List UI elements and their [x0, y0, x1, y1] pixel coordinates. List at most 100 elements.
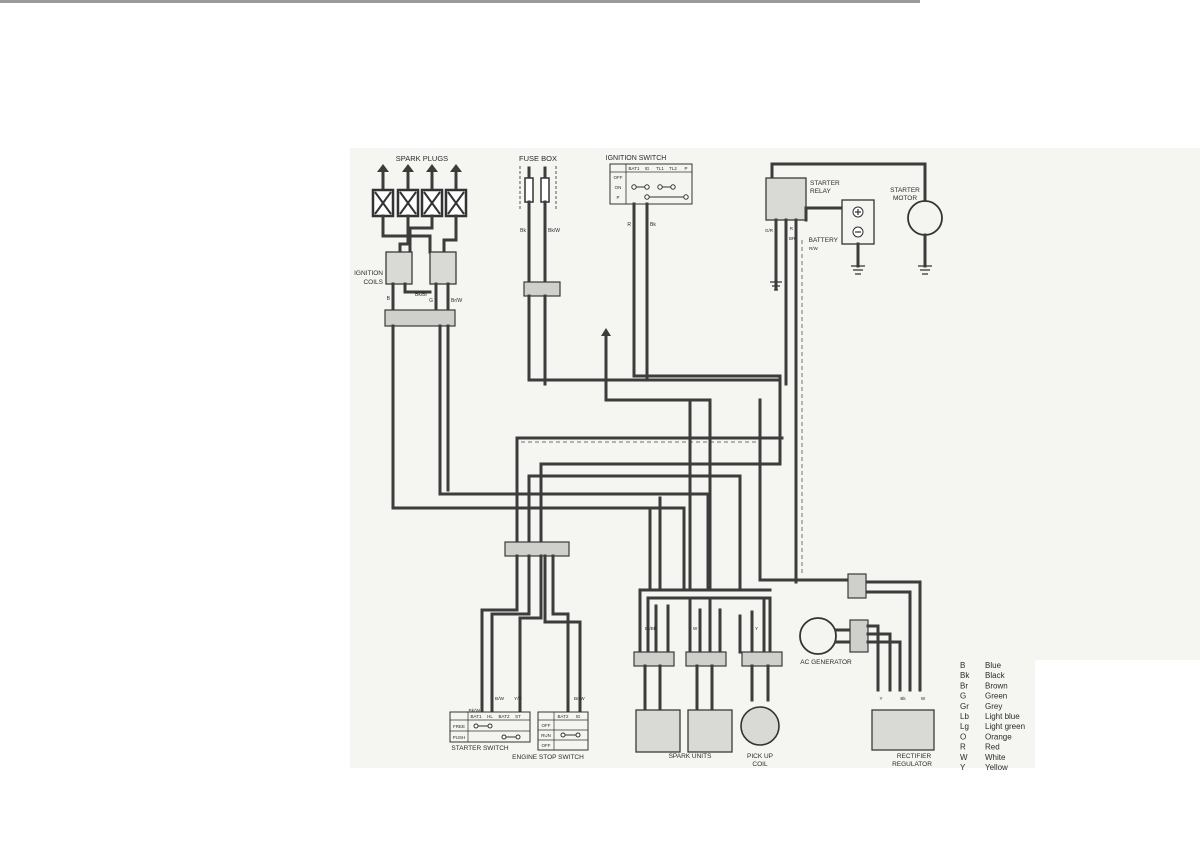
fuse — [524, 177, 534, 203]
st-sw-row: PUSH — [453, 735, 466, 740]
legend-bg — [1035, 660, 1200, 770]
engine-stop-switch-label: ENGINE STOP SWITCH — [512, 754, 584, 761]
wire-tag: G — [429, 298, 433, 304]
starter-relay-label-line1: STARTER — [810, 180, 840, 187]
ig-sw-row: ON — [615, 185, 622, 190]
legend-code: Br — [960, 681, 968, 690]
ig-sw-header: IG — [645, 166, 650, 171]
wire-tag: Br/W — [451, 298, 462, 304]
main-harness — [391, 240, 922, 692]
ground-arrow — [601, 328, 712, 402]
wire-tag: Y — [755, 626, 758, 631]
spark-plug — [420, 164, 444, 218]
wire-tag: B/W — [495, 696, 505, 702]
legend-code: Lg — [960, 722, 969, 731]
coil-connector — [384, 309, 456, 327]
wire-tag: B — [387, 296, 391, 302]
wire-tag: Bk — [900, 696, 906, 701]
legend-name: White — [985, 753, 1006, 762]
st-sw-header: HL — [487, 714, 493, 719]
spark-unit-connector — [633, 651, 675, 667]
legend-name: Grey — [985, 702, 1002, 711]
fuse-connector — [523, 281, 561, 297]
spark-units-group: Br/Bk W Y SPARK UNITS PICK UP COIL — [633, 588, 783, 768]
ac-generator-group: AC GENERATOR — [799, 617, 902, 692]
legend-name: Orange — [985, 732, 1012, 741]
wire-tag: W — [693, 626, 698, 631]
lower-connector — [504, 541, 570, 557]
ignition-coils-label-line1: IGNITION — [354, 270, 383, 277]
starter-switch-group: BAT1 HL BAT2 ST FREE PUSH STARTER SWITCH — [449, 711, 531, 752]
starter-relay-label-line2: RELAY — [810, 188, 831, 195]
es-sw-header: BAT2 — [558, 714, 569, 719]
legend-code: W — [960, 753, 968, 762]
st-sw-header: ST — [515, 714, 521, 719]
spark-unit — [687, 709, 733, 753]
starter-relay — [765, 177, 807, 221]
spark-plugs-group: SPARK PLUGS — [371, 154, 468, 254]
pickup-coil-label-line1: PICK UP — [747, 753, 773, 760]
wire-tag: Br/W — [574, 696, 585, 702]
ig-sw-header: P — [684, 166, 687, 171]
rectifier-label-line2: REGULATOR — [892, 761, 932, 768]
spark-plugs-label: SPARK PLUGS — [396, 154, 448, 163]
wire-tag: R/W — [809, 246, 819, 251]
legend-name: Light blue — [985, 712, 1020, 721]
rectifier-regulator — [871, 709, 935, 751]
pickup-coil-label-line2: COIL — [752, 761, 768, 768]
legend-code: Lb — [960, 712, 969, 721]
pickup-connector — [741, 651, 783, 667]
wire-tag: Bk — [520, 228, 526, 234]
wire-tag: Y — [879, 696, 882, 701]
es-sw-header: IG — [576, 714, 581, 719]
ig-sw-row: OFF — [614, 175, 623, 180]
ig-sw-header: TL2 — [669, 166, 677, 171]
wire-tag: R — [627, 222, 631, 228]
legend-code: Y — [960, 763, 966, 772]
ac-generator-label: AC GENERATOR — [800, 659, 852, 666]
starter-motor-label-line1: STARTER — [890, 187, 920, 194]
legend-name: Red — [985, 743, 1000, 752]
lower-harness: Bk/W B/W Y/R Br/W — [469, 541, 585, 714]
ac-generator — [799, 617, 837, 655]
legend-code: B — [960, 661, 965, 670]
wire-tag: G/R — [765, 228, 774, 233]
ignition-switch-group: IGNITION SWITCH BAT1 IG TL1 TL2 P OFF ON… — [606, 155, 782, 382]
battery-label: BATTERY — [809, 237, 839, 244]
legend-code: Bk — [960, 671, 970, 680]
wire-tag: W — [921, 696, 926, 701]
es-sw-row: OFF — [542, 723, 551, 728]
starter-motor-group: STARTER MOTOR — [890, 187, 943, 275]
ig-sw-header: TL1 — [656, 166, 664, 171]
legend-code: R — [960, 743, 966, 752]
generator-connector — [849, 619, 869, 653]
spark-unit-connector — [685, 651, 727, 667]
ignition-switch-label: IGNITION SWITCH — [606, 155, 667, 162]
engine-stop-switch-table — [537, 711, 589, 751]
spark-units-label: SPARK UNITS — [669, 753, 713, 760]
ignition-switch-table — [609, 163, 693, 205]
ig-sw-row: P — [616, 195, 619, 200]
wire-tag: Bk/W — [548, 228, 560, 234]
st-sw-header: BAT2 — [499, 714, 510, 719]
starter-motor — [907, 200, 943, 236]
es-sw-row: OFF — [542, 743, 551, 748]
ignition-coil — [385, 251, 413, 285]
legend-name: Light green — [985, 722, 1025, 731]
top-edge-line — [0, 0, 920, 3]
ignition-coils-group: IGNITION COILS B Bk/Br G Br/W — [354, 251, 462, 327]
harness-connector — [847, 573, 867, 599]
wire-tag: Y/R — [514, 696, 523, 702]
starter-relay-group: STARTER RELAY G/R BR R R/W — [765, 162, 927, 440]
wire-tag: Bk — [650, 222, 656, 228]
spark-unit — [635, 709, 681, 753]
spark-plug — [371, 164, 395, 218]
wire-tag: BR — [789, 236, 796, 241]
legend-code: O — [960, 732, 966, 741]
legend-name: Blue — [985, 661, 1002, 670]
wire-tag: R — [790, 226, 794, 231]
wire-tag: Bk/Br — [415, 292, 428, 298]
legend-name: Green — [985, 692, 1007, 701]
engine-stop-switch-group: BAT2 IG OFF RUN OFF ENGINE STOP SWITCH — [512, 711, 589, 761]
